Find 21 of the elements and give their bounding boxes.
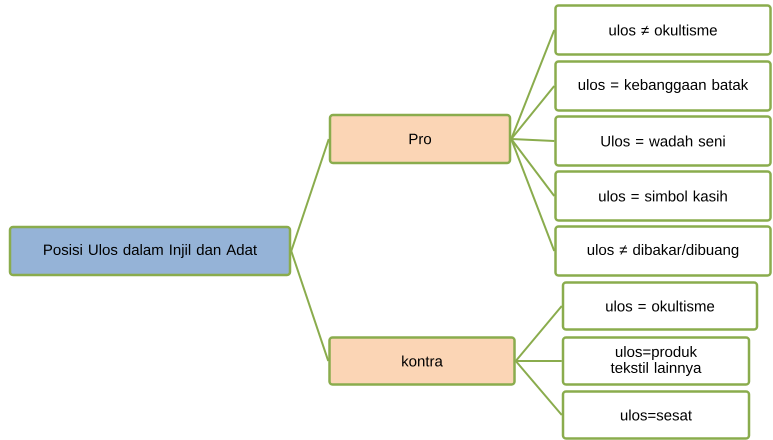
leaf-box: ulos ≠ okultisme [554, 4, 772, 56]
connector-line [510, 85, 556, 140]
connector-line [515, 360, 563, 416]
connector-line [510, 30, 556, 140]
connector-line [290, 138, 330, 252]
leaf-box: ulos = simbol kasih [554, 170, 772, 222]
topic-box: Posisi Ulos dalam Injil dan Adat [8, 226, 292, 276]
branch-box: kontra [328, 336, 516, 386]
connector-line [510, 138, 556, 252]
leaf-box: ulos=produk tekstil lainnya [562, 336, 750, 386]
leaf-box: Ulos = wadah seni [554, 115, 772, 167]
connector-line [514, 305, 563, 362]
connector-line [516, 360, 562, 362]
connector-line [510, 138, 556, 197]
leaf-box: ulos = kebanggaan batak [554, 60, 772, 112]
connector-line [511, 138, 554, 142]
branch-box: Pro [328, 114, 512, 164]
leaf-box: ulos = okultisme [562, 281, 758, 331]
leaf-box: ulos=sesat [562, 390, 750, 440]
leaf-box: ulos ≠ dibakar/dibuang [554, 225, 772, 277]
connector-line [290, 250, 330, 362]
